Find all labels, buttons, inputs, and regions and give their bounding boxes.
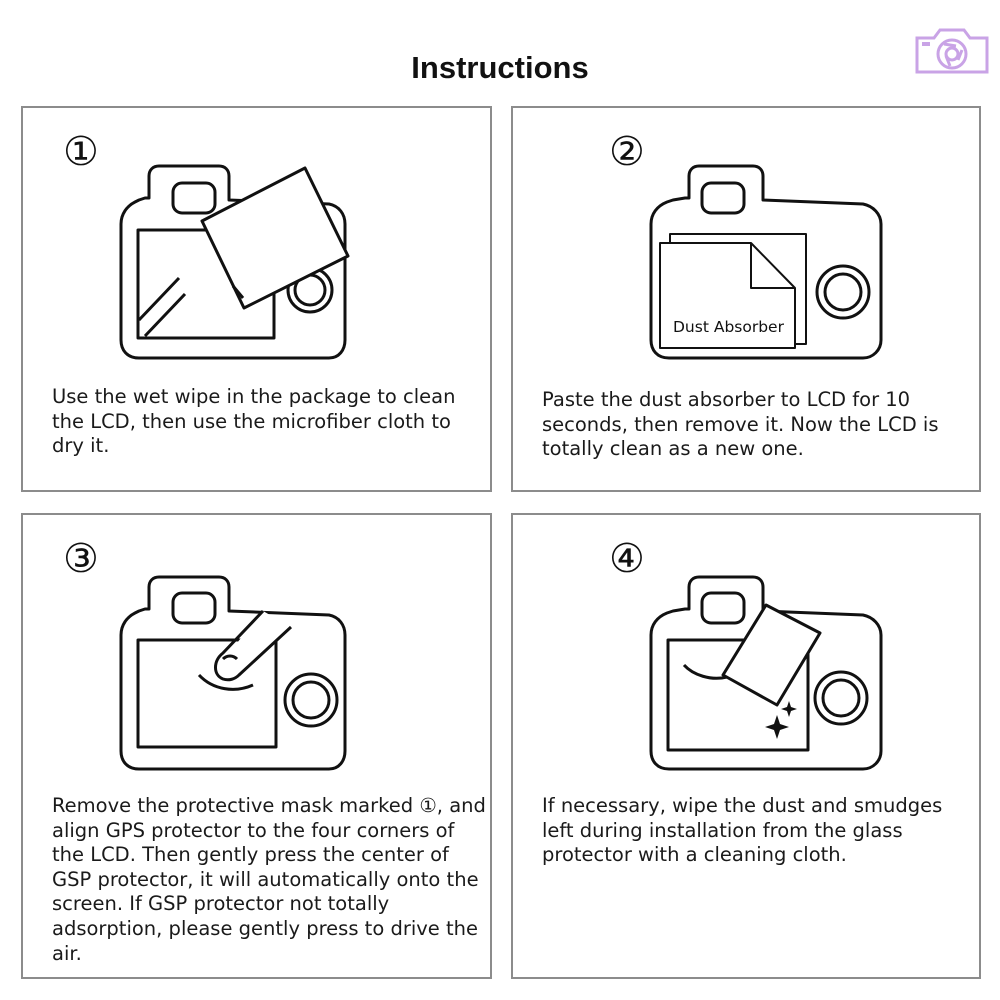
camera-cloth-sparkle-icon (649, 575, 883, 771)
camera-logo-icon (915, 28, 989, 74)
step-number: ① (63, 129, 99, 175)
step-4-panel: ④ If necessary, wipe the dust and smudge… (511, 513, 981, 979)
step-description: Remove the protective mask marked ①, and… (52, 794, 486, 965)
camera-wipe-icon (119, 164, 350, 360)
step-description: Use the wet wipe in the package to clean… (52, 385, 456, 458)
step-2-panel: ② Dust Absorber Paste the dust absorber … (511, 106, 981, 492)
step-1-panel: ① Use the wet wipe in the package to cle… (21, 106, 492, 492)
step-description: Paste the dust absorber to LCD for 10 se… (542, 388, 939, 461)
step-number: ② (609, 129, 645, 175)
camera-press-finger-icon (119, 575, 347, 771)
dust-absorber-label: Dust Absorber (673, 318, 785, 336)
step-number: ④ (609, 536, 645, 582)
step-description: If necessary, wipe the dust and smudges … (542, 794, 943, 867)
page-title: Instructions (411, 50, 589, 85)
camera-dust-absorber-icon: Dust Absorber (649, 164, 883, 360)
step-3-panel: ③ Remove the protective mask marked ①, a… (21, 513, 492, 979)
step-number: ③ (63, 536, 99, 582)
